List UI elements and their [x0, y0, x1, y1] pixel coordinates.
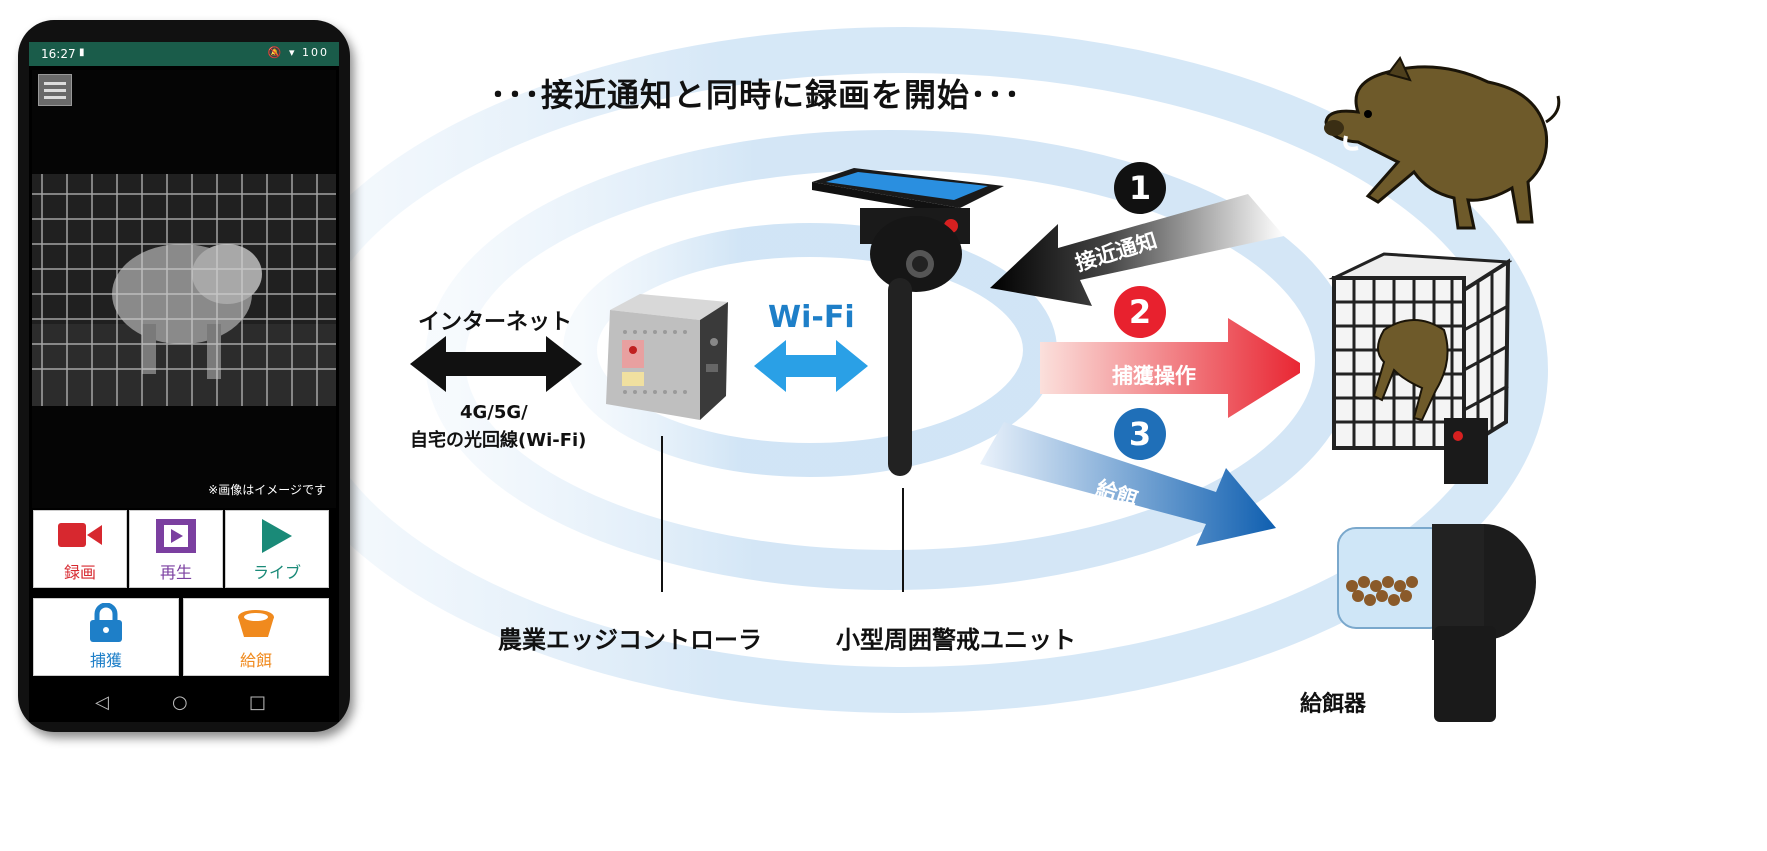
image-notice: ※画像はイメージです	[208, 483, 326, 497]
record-button[interactable]: 録画	[33, 510, 127, 588]
status-time: 16:27	[41, 47, 76, 61]
food-bowl-icon	[238, 610, 274, 637]
smartphone: 16:27 ▮ 🔕 ▾ 100	[18, 20, 350, 732]
feed-button[interactable]: 給餌	[183, 598, 329, 676]
status-bar: 16:27 ▮ 🔕 ▾ 100	[29, 42, 339, 66]
lock-icon	[90, 603, 122, 642]
network-line1: 4G/5G/	[460, 402, 528, 423]
controller-label: 農業エッジコントローラ	[498, 626, 762, 654]
surveillance-unit	[812, 168, 1004, 476]
live-label: ライブ	[252, 563, 301, 582]
unit-label: 小型周囲警戒ユニット	[836, 626, 1076, 654]
edge-controller-device	[606, 294, 728, 420]
step-arrows	[980, 194, 1300, 546]
double-arrow-wifi	[754, 340, 868, 392]
internet-label: インターネット	[418, 310, 573, 335]
wifi-label: Wi-Fi	[768, 300, 855, 335]
camera-image	[32, 174, 336, 406]
controller-pointer-line	[661, 436, 663, 592]
feed-label: 給餌	[239, 651, 272, 670]
android-nav-bar: ◁ ○ □	[29, 684, 339, 722]
phone-screen: 16:27 ▮ 🔕 ▾ 100	[29, 42, 339, 722]
feeder-device	[1337, 524, 1536, 722]
playback-button[interactable]: 再生	[129, 510, 223, 588]
feeder-label: 給餌器	[1300, 692, 1367, 717]
hamburger-menu-icon[interactable]	[38, 74, 72, 106]
caged-boar-photo	[32, 174, 336, 406]
double-arrow-internet	[410, 336, 582, 392]
step-3-badge: 3	[1114, 408, 1166, 460]
network-line2: 自宅の光回線(Wi-Fi)	[410, 430, 587, 451]
camera-view: ※画像はイメージです	[32, 70, 336, 508]
capture-button[interactable]: 捕獲	[33, 598, 179, 676]
step-2-badge: 2	[1114, 286, 1166, 338]
status-icons: 🔕 ▾ 100	[267, 46, 329, 59]
live-button[interactable]: ライブ	[225, 510, 329, 588]
arrow-feed	[980, 422, 1276, 546]
film-icon	[156, 519, 196, 553]
cage-trap	[1328, 252, 1512, 484]
capture-label: 捕獲	[89, 651, 122, 670]
step-1-badge: 1	[1114, 162, 1166, 214]
unit-pointer-line	[902, 488, 904, 592]
play-icon	[262, 519, 292, 553]
arrow-approach	[990, 194, 1284, 306]
page-title: ･･･接近通知と同時に録画を開始･･･	[490, 76, 1022, 114]
video-camera-icon	[58, 523, 102, 547]
wild-boar-illustration	[1324, 56, 1561, 230]
home-icon[interactable]: ○	[172, 692, 188, 713]
arrow-capture	[1040, 318, 1300, 418]
back-icon[interactable]: ◁	[95, 692, 109, 713]
recent-apps-icon[interactable]: □	[249, 692, 267, 713]
step-2-label: 捕獲操作	[1112, 364, 1196, 388]
playback-label: 再生	[159, 563, 192, 582]
sd-card-icon: ▮	[79, 47, 85, 58]
record-label: 録画	[63, 563, 96, 582]
